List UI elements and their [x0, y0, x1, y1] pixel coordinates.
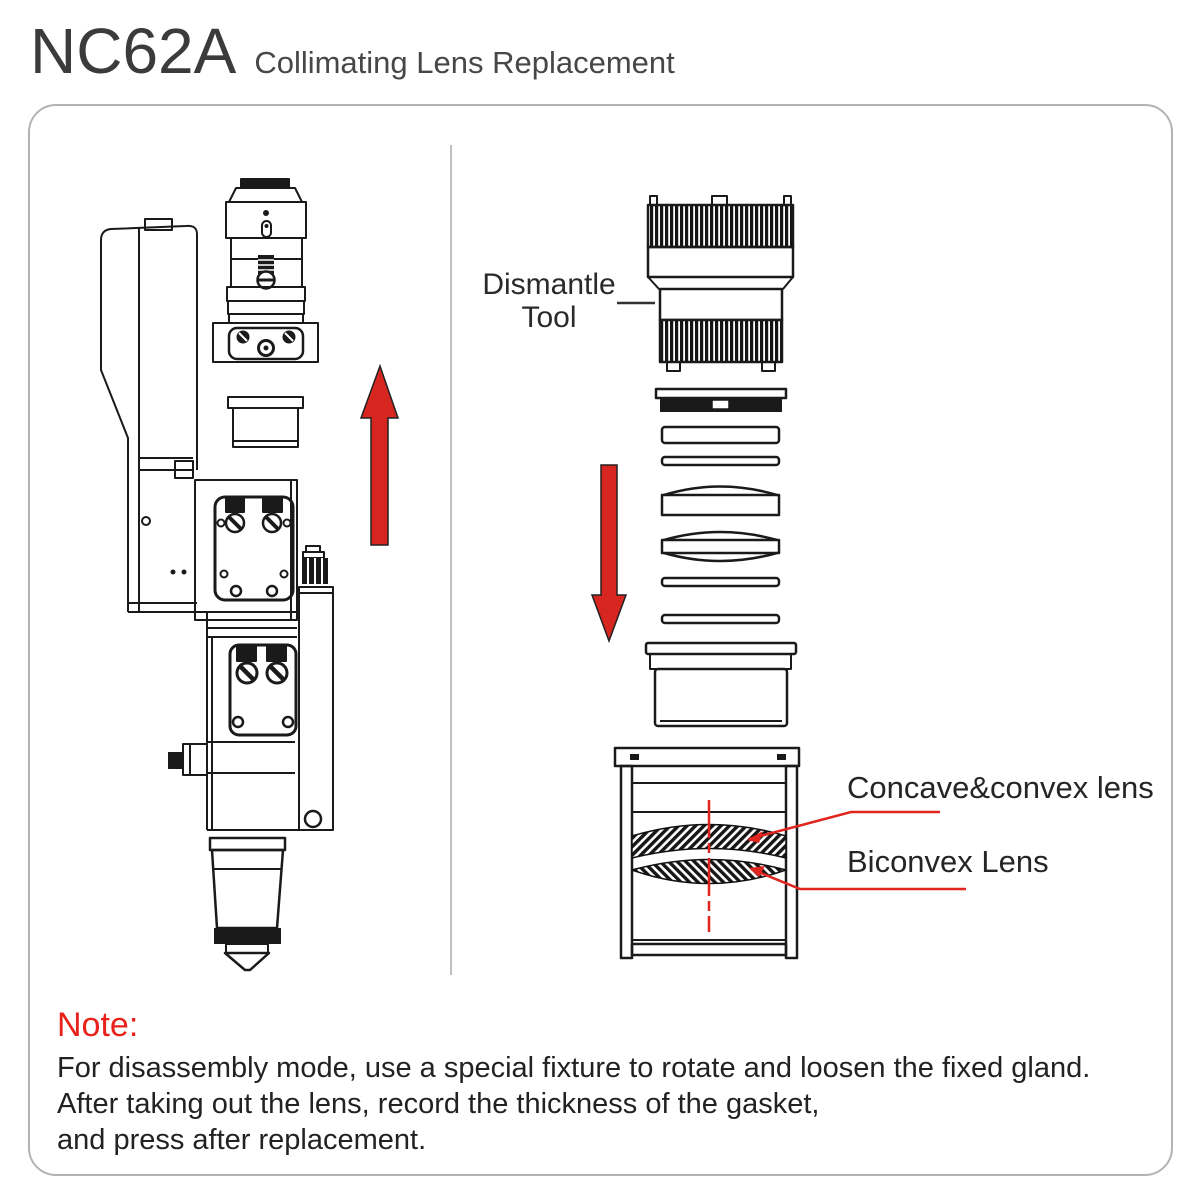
page-header: NC62A Collimating Lens Replacement [30, 14, 675, 88]
diagram-frame [28, 104, 1173, 1176]
lens-assembly-diagram [590, 195, 966, 960]
dismantle-tool-label: Dismantle Tool [482, 268, 616, 334]
down-arrow-icon [590, 464, 628, 644]
note-line: and press after replacement. [57, 1124, 427, 1156]
leader-line-concave-convex [748, 810, 940, 841]
model-number: NC62A [30, 15, 237, 87]
page-title: Collimating Lens Replacement [254, 45, 675, 80]
note-line: After taking out the lens, record the th… [57, 1088, 820, 1120]
note-title: Note: [57, 1006, 139, 1044]
laser-head-diagram [100, 178, 400, 972]
panel-divider [450, 145, 452, 975]
concave-convex-label: Concave&convex lens [847, 770, 1154, 805]
leader-line-biconvex [750, 867, 966, 891]
up-arrow-icon [359, 363, 400, 546]
note-body: For disassembly mode, use a special fixt… [57, 1050, 1090, 1158]
laser-head-line-art [100, 178, 334, 972]
leader-arrow-concave-convex [747, 831, 763, 843]
lens-assembly-line-art [613, 195, 801, 960]
leader-arrow-biconvex [749, 866, 765, 877]
concave-convex-lens-shape [631, 823, 787, 859]
biconvex-label: Biconvex Lens [847, 844, 1049, 879]
note-line: For disassembly mode, use a special fixt… [57, 1052, 1091, 1084]
